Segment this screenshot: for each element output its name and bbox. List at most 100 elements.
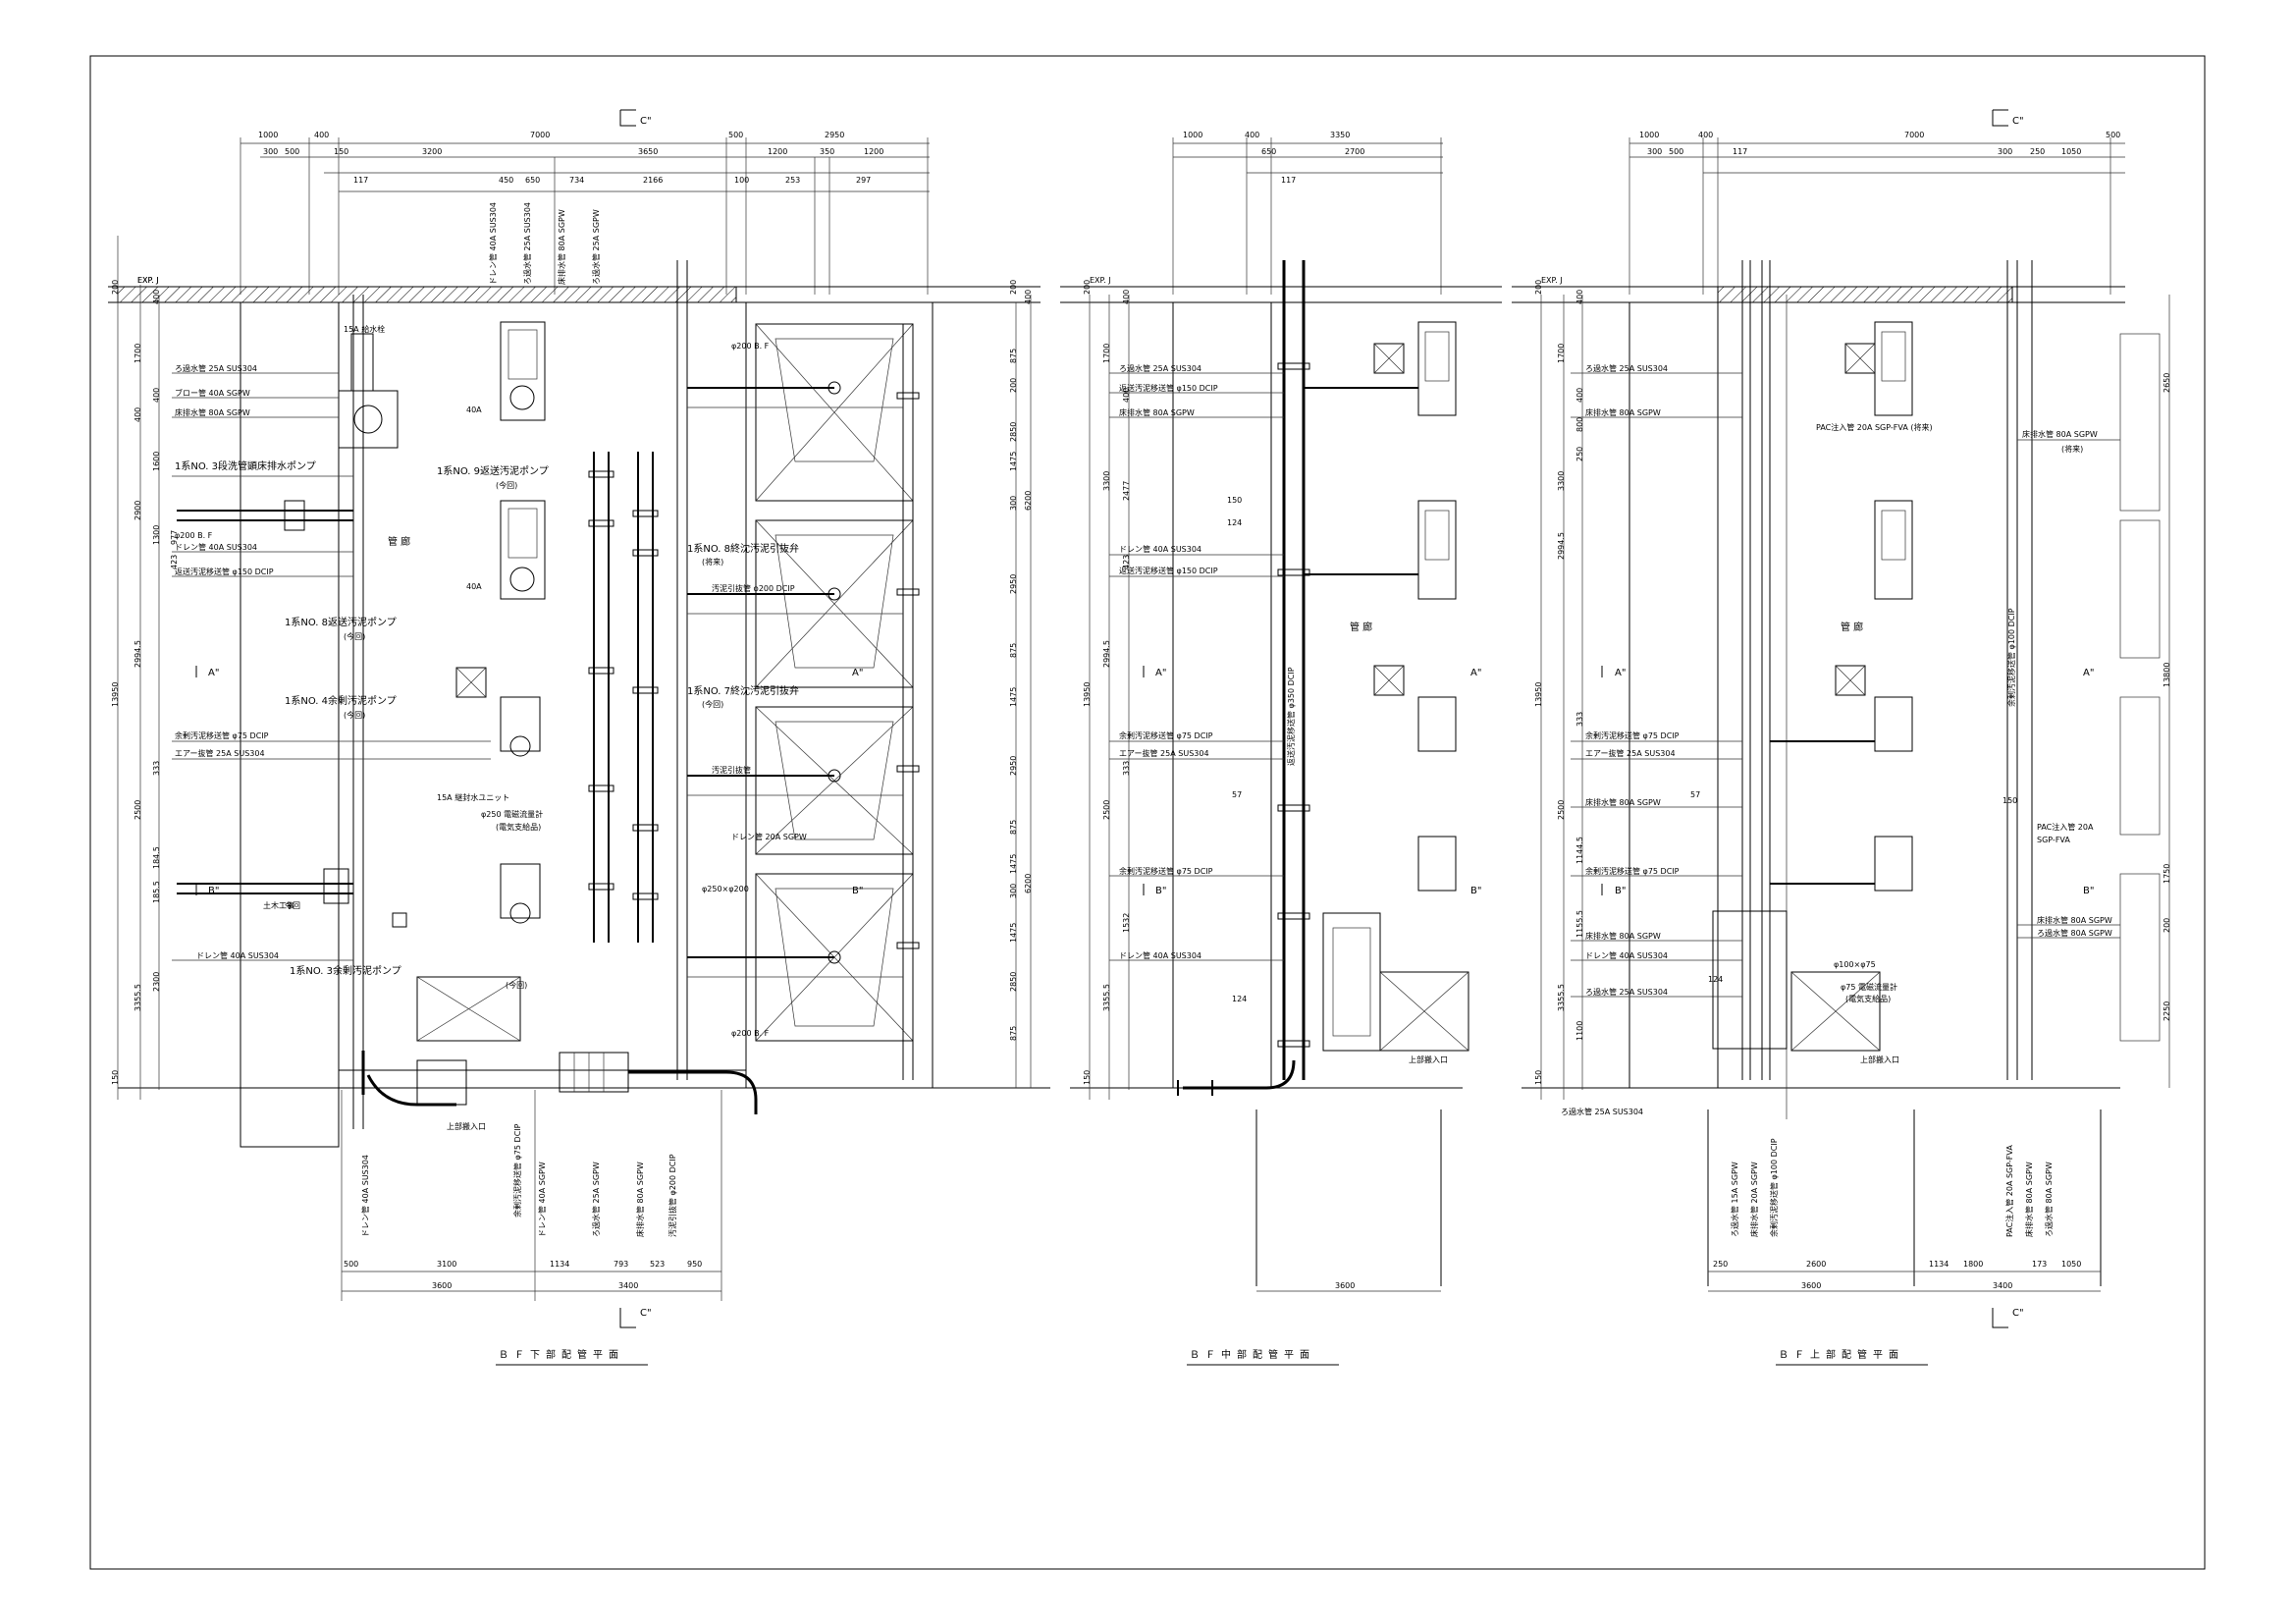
svg-text:250: 250 <box>1713 1260 1728 1269</box>
svg-text:ドレン管 40A SUS304: ドレン管 40A SUS304 <box>1119 950 1201 960</box>
hopper-8 <box>755 323 914 502</box>
svg-text:2166: 2166 <box>643 176 663 185</box>
svg-text:117: 117 <box>1733 147 1747 156</box>
svg-text:3355.5: 3355.5 <box>133 984 142 1011</box>
wall-hatch <box>117 286 737 303</box>
svg-text:エアー抜管 25A SUS304: エアー抜管 25A SUS304 <box>1119 748 1209 758</box>
svg-text:PAC注入管 20A SGP-FVA: PAC注入管 20A SGP-FVA <box>2004 1145 2014 1237</box>
svg-text:400: 400 <box>1122 290 1131 304</box>
svg-text:φ250 電磁流量計: φ250 電磁流量計 <box>481 809 543 819</box>
svg-text:875: 875 <box>1009 349 1018 363</box>
title-bf-lower: ＢＦ下部配管平面 <box>499 1348 624 1361</box>
svg-text:余剰汚泥移送管 φ100 DCIP: 余剰汚泥移送管 φ100 DCIP <box>2006 608 2016 707</box>
wall-hatch-right <box>1717 286 2013 303</box>
svg-text:汚泥引抜管: 汚泥引抜管 <box>712 765 751 775</box>
sheet-border <box>89 55 2206 1570</box>
svg-text:管 廊: 管 廊 <box>1841 621 1863 633</box>
svg-text:200: 200 <box>1534 280 1543 295</box>
svg-text:3600: 3600 <box>1335 1281 1355 1290</box>
svg-text:2994.5: 2994.5 <box>1102 640 1111 668</box>
svg-text:3600: 3600 <box>432 1281 452 1290</box>
svg-text:300: 300 <box>1647 147 1662 156</box>
svg-text:13800: 13800 <box>2163 663 2171 687</box>
svg-text:PAC注入管 20A: PAC注入管 20A <box>2037 822 2094 832</box>
svg-text:173: 173 <box>2032 1260 2047 1269</box>
svg-text:200: 200 <box>1009 280 1018 295</box>
svg-text:40A: 40A <box>466 406 482 414</box>
svg-text:300: 300 <box>263 147 278 156</box>
svg-text:150: 150 <box>111 1070 120 1085</box>
hopper-8b <box>755 519 914 688</box>
svg-text:ドレン管 40A SUS304: ドレン管 40A SUS304 <box>196 950 279 960</box>
svg-text:500: 500 <box>1669 147 1683 156</box>
svg-text:上部搬入口: 上部搬入口 <box>1860 1055 1899 1064</box>
plan-middle <box>1060 137 1502 1292</box>
drawing-titles: ＢＦ下部配管平面 ＢＦ中部配管平面 ＢＦ上部配管平面 <box>496 1348 1928 1366</box>
svg-text:2950: 2950 <box>825 131 844 139</box>
svg-text:PAC注入管 20A SGP-FVA (将来): PAC注入管 20A SGP-FVA (将来) <box>1816 422 1933 432</box>
svg-text:1000: 1000 <box>1639 131 1659 139</box>
svg-text:800: 800 <box>1575 417 1584 432</box>
svg-text:150: 150 <box>1534 1070 1543 1085</box>
section-mark-a-right: A" <box>852 668 863 678</box>
svg-text:13950: 13950 <box>1534 682 1543 707</box>
section-mark-a-left: A" <box>208 668 219 678</box>
svg-text:57: 57 <box>1232 790 1242 799</box>
plan-right-labels: 1000 400 7000 500 300 500 117 300 250 10… <box>1534 131 2171 1290</box>
svg-text:φ200 B. F: φ200 B. F <box>731 342 770 351</box>
svg-text:管 廊: 管 廊 <box>388 535 410 548</box>
svg-text:333: 333 <box>1122 761 1131 776</box>
svg-text:150: 150 <box>1227 496 1242 505</box>
svg-text:床排水管 80A SGPW: 床排水管 80A SGPW <box>1585 407 1661 417</box>
svg-text:2994.5: 2994.5 <box>133 640 142 668</box>
svg-text:350: 350 <box>820 147 834 156</box>
svg-text:1000: 1000 <box>1183 131 1202 139</box>
pump-4 <box>500 696 541 757</box>
svg-text:ろ過水管 80A SGPW: ろ過水管 80A SGPW <box>2044 1162 2054 1237</box>
svg-text:200: 200 <box>2163 918 2171 933</box>
svg-text:1750: 1750 <box>2163 864 2171 884</box>
svg-text:117: 117 <box>1281 176 1296 185</box>
svg-text:150: 150 <box>2002 796 2017 805</box>
svg-text:297: 297 <box>856 176 871 185</box>
svg-text:エアー抜管 25A SUS304: エアー抜管 25A SUS304 <box>1585 748 1676 758</box>
svg-text:エアー抜管 25A SUS304: エアー抜管 25A SUS304 <box>175 748 265 758</box>
svg-text:500: 500 <box>728 131 743 139</box>
svg-text:SGP-FVA: SGP-FVA <box>2037 836 2070 844</box>
svg-text:3355.5: 3355.5 <box>1102 984 1111 1011</box>
svg-text:(今回): (今回) <box>496 480 517 490</box>
svg-text:汚泥引抜管 φ200 DCIP: 汚泥引抜管 φ200 DCIP <box>667 1154 677 1237</box>
svg-text:φ75 電磁流量計: φ75 電磁流量計 <box>1841 982 1897 992</box>
svg-text:上部搬入口: 上部搬入口 <box>1409 1055 1448 1064</box>
svg-text:(電気支給品): (電気支給品) <box>1845 994 1891 1003</box>
svg-text:3350: 3350 <box>1330 131 1350 139</box>
svg-text:(今回): (今回) <box>506 980 527 990</box>
svg-text:875: 875 <box>1009 1026 1018 1041</box>
svg-text:977: 977 <box>170 530 179 545</box>
svg-text:(将来): (将来) <box>702 557 723 567</box>
section-mark-a-right-plan: A" <box>1615 668 1626 678</box>
svg-text:床排水管 80A SGPW: 床排水管 80A SGPW <box>1119 407 1195 417</box>
svg-text:400: 400 <box>152 388 161 403</box>
svg-text:333: 333 <box>152 761 161 776</box>
svg-text:ろ過水管 25A SUS304: ろ過水管 25A SUS304 <box>1585 363 1668 373</box>
title-bf-middle: ＢＦ中部配管平面 <box>1190 1348 1315 1361</box>
svg-text:400: 400 <box>1698 131 1713 139</box>
svg-text:床排水管 80A SGPW: 床排水管 80A SGPW <box>2022 429 2098 439</box>
svg-text:1系NO. 3段洗管顕床排水ポンプ: 1系NO. 3段洗管顕床排水ポンプ <box>175 460 316 472</box>
svg-text:ドレン管 40A SUS304: ドレン管 40A SUS304 <box>360 1155 370 1237</box>
svg-text:185.5: 185.5 <box>152 881 161 903</box>
svg-text:400: 400 <box>1024 290 1033 304</box>
svg-text:ドレン管 20A SGPW: ドレン管 20A SGPW <box>731 832 807 841</box>
svg-text:3100: 3100 <box>437 1260 456 1269</box>
svg-text:124: 124 <box>1232 995 1247 1003</box>
svg-text:300: 300 <box>1998 147 2012 156</box>
svg-text:返送汚泥移送管 φ350 DCIP: 返送汚泥移送管 φ350 DCIP <box>1286 667 1296 766</box>
svg-text:2500: 2500 <box>1557 800 1566 820</box>
svg-text:650: 650 <box>525 176 540 185</box>
svg-text:1532: 1532 <box>1122 913 1131 933</box>
pipes-left <box>177 500 758 1114</box>
svg-text:3300: 3300 <box>1102 471 1111 491</box>
exp-label: EXP. J <box>137 276 159 285</box>
svg-text:2500: 2500 <box>1102 800 1111 820</box>
